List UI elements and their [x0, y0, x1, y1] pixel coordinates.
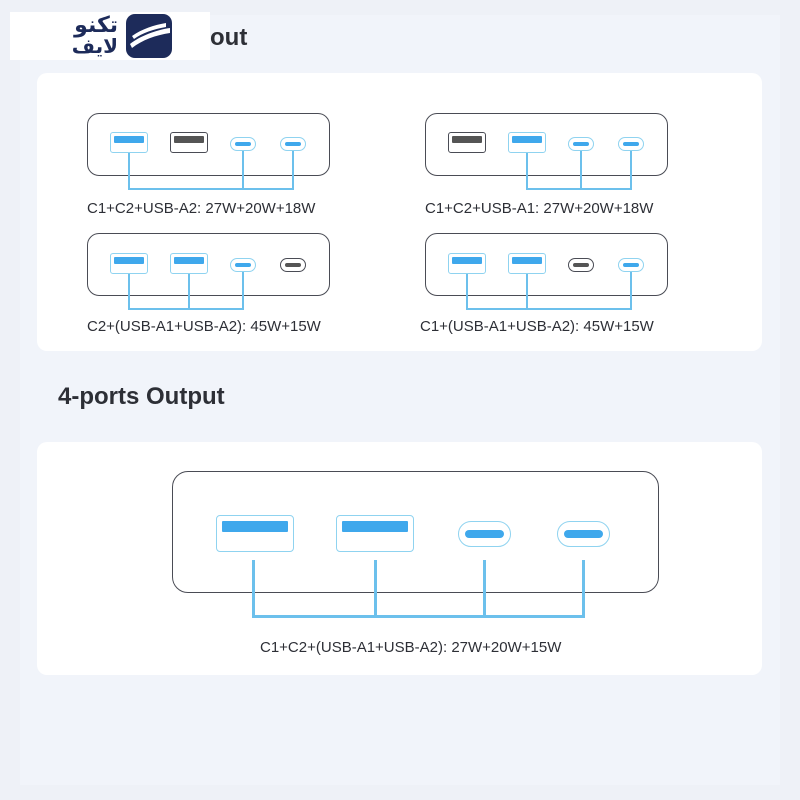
brand-logo: تکنو لایف — [10, 12, 210, 60]
wire — [483, 560, 486, 618]
usb-a2-port-icon — [170, 132, 208, 153]
wire — [242, 272, 244, 310]
wire — [252, 615, 585, 618]
section-title: 4-ports Output — [58, 383, 225, 410]
wire — [630, 272, 632, 310]
wire — [242, 151, 244, 190]
usb-c2-port-icon — [557, 521, 610, 547]
four-port-caption: C1+C2+(USB-A1+USB-A2): 27W+20W+15W — [260, 639, 562, 656]
usb-a1-port-icon — [448, 253, 486, 274]
usb-a2-port-icon — [508, 132, 546, 153]
usb-a1-port-icon — [448, 132, 486, 153]
usb-c1-port-icon — [568, 137, 594, 151]
config-caption-4: C1+(USB-A1+USB-A2): 45W+15W — [420, 318, 654, 335]
usb-c1-port-icon — [230, 258, 256, 272]
wire — [252, 560, 255, 618]
usb-c1-port-icon — [568, 258, 594, 272]
wire — [466, 308, 632, 310]
config-caption-3: C2+(USB-A1+USB-A2): 45W+15W — [87, 318, 321, 335]
section-title-partial: out — [210, 24, 248, 51]
usb-a1-port-icon — [110, 253, 148, 274]
usb-a2-port-icon — [170, 253, 208, 274]
config-caption-1: C1+C2+USB-A2: 27W+20W+18W — [87, 200, 316, 217]
logo-mark-icon — [126, 14, 172, 58]
logo-text: تکنو لایف — [50, 13, 118, 58]
wire — [526, 274, 528, 310]
logo-line-2: لایف — [71, 34, 118, 58]
wire — [526, 188, 632, 190]
logo-line-1: تکنو — [74, 13, 118, 38]
wire — [582, 560, 585, 618]
usb-a1-port-icon — [216, 515, 294, 552]
wire — [580, 151, 582, 190]
usb-c2-port-icon — [618, 258, 644, 272]
wire — [128, 308, 244, 310]
wire — [466, 274, 468, 310]
wire — [128, 274, 130, 310]
wire — [128, 153, 130, 190]
usb-a1-port-icon — [110, 132, 148, 153]
logo-swoosh-icon — [130, 23, 170, 48]
usb-a2-port-icon — [508, 253, 546, 274]
usb-c2-port-icon — [280, 137, 306, 151]
usb-c2-port-icon — [618, 137, 644, 151]
wire — [188, 274, 190, 310]
usb-a2-port-icon — [336, 515, 414, 552]
usb-c2-port-icon — [280, 258, 306, 272]
wire — [292, 151, 294, 190]
usb-c1-port-icon — [230, 137, 256, 151]
usb-c1-port-icon — [458, 521, 511, 547]
wire — [128, 188, 294, 190]
wire — [374, 560, 377, 618]
wire — [526, 153, 528, 190]
config-caption-2: C1+C2+USB-A1: 27W+20W+18W — [425, 200, 654, 217]
wire — [630, 151, 632, 190]
